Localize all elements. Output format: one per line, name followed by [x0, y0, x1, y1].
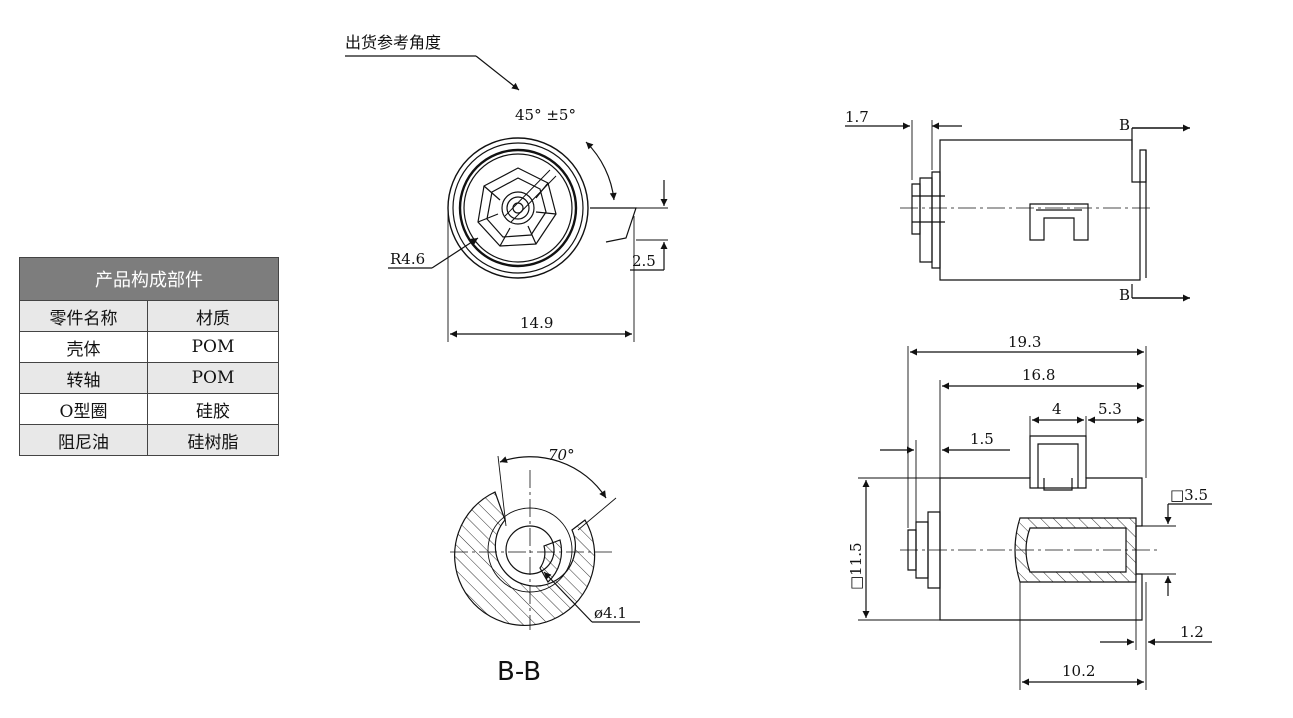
- bom-cell: POM: [147, 362, 279, 394]
- front-view: 出货参考角度 45° ±5° R4.6: [345, 33, 668, 342]
- section-mark-top: B: [1119, 116, 1130, 134]
- body-length-label: 16.8: [1022, 366, 1055, 384]
- bom-cell: 转轴: [19, 362, 148, 394]
- side-view: 1.7 B B: [845, 108, 1190, 304]
- section-view: 70° ø4.1 B-B: [450, 446, 640, 687]
- tab-width-label: 4: [1052, 400, 1062, 418]
- bom-cell: 壳体: [19, 331, 148, 363]
- bom-title: 产品构成部件: [19, 257, 279, 301]
- bom-cell: POM: [147, 331, 279, 363]
- bottom-view: 19.3 16.8 4 5.3 1.5 □11.5 □3.5 1.2: [847, 333, 1212, 690]
- callout-label: 出货参考角度: [345, 33, 441, 52]
- bom-cell: 阻尼油: [19, 424, 148, 456]
- offset-label: 2.5: [632, 252, 656, 270]
- end-offset-label: 1.2: [1180, 623, 1204, 641]
- bom-cell: 硅树脂: [147, 424, 279, 456]
- diameter-label: ø4.1: [594, 604, 627, 622]
- flange-width-label: 1.5: [970, 430, 994, 448]
- bom-table: 产品构成部件 零件名称 材质 壳体 POM 转轴 POM O型圈 硅胶 阻尼油 …: [19, 257, 279, 456]
- height-label: □11.5: [847, 542, 865, 590]
- bom-cell: O型圈: [19, 393, 148, 425]
- tab-offset-label: 5.3: [1098, 400, 1122, 418]
- bore-square-label: □3.5: [1170, 486, 1208, 504]
- radius-label: R4.6: [390, 250, 425, 268]
- section-angle-label: 70°: [548, 446, 575, 464]
- angle-label: 45° ±5°: [515, 106, 576, 124]
- width-label: 14.9: [520, 314, 553, 332]
- flange-label: 1.7: [845, 108, 869, 126]
- section-mark-bottom: B: [1119, 286, 1130, 304]
- bore-depth-label: 10.2: [1062, 662, 1095, 680]
- bom-cell: 硅胶: [147, 393, 279, 425]
- section-title: B-B: [497, 657, 541, 687]
- overall-length-label: 19.3: [1008, 333, 1041, 351]
